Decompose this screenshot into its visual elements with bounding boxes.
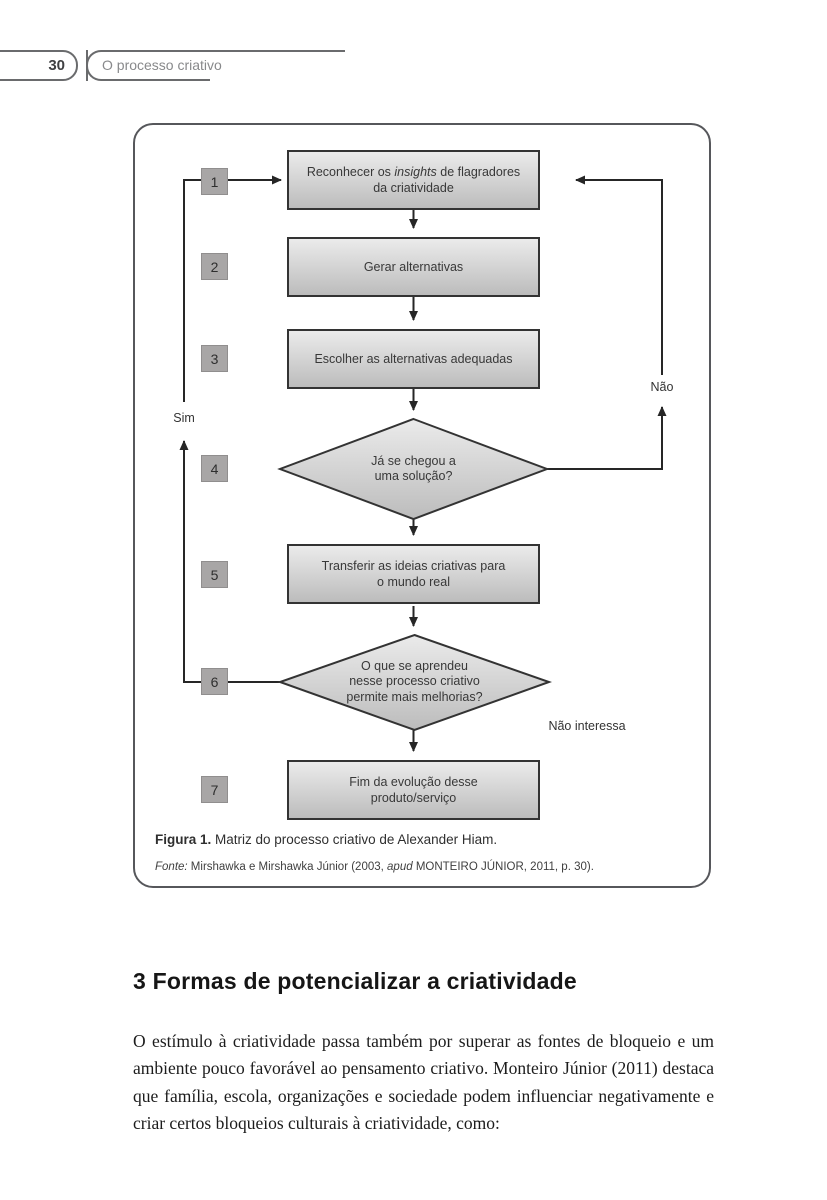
flow-step-5-box: Transferir as ideias criativas para o mu… [287, 544, 540, 604]
section-heading: 3 Formas de potencializar a criatividade [133, 968, 577, 995]
flow-step-4-text: Já se chegou a uma solução? [371, 453, 456, 484]
flow-step-1-box: Reconhecer os insights de flagradores da… [287, 150, 540, 210]
step-badge-3: 3 [201, 345, 228, 372]
decision-diamond-4 [277, 417, 550, 521]
step-badge-4: 4 [201, 455, 228, 482]
figure-source: Fonte: Mirshawka e Mirshawka Júnior (200… [155, 861, 594, 873]
page-number: 30 [48, 57, 65, 74]
label-sim: Sim [171, 411, 197, 425]
figure-frame: Reconhecer os insights de flagradores da… [133, 123, 711, 888]
chapter-tab: O processo criativo [86, 50, 222, 81]
flow-step-1-line2: da criatividade [373, 181, 454, 195]
figure-source-label: Fonte: [155, 861, 188, 873]
flow-step-7-box: Fim da evolução desse produto/serviço [287, 760, 540, 820]
step-badge-2: 2 [201, 253, 228, 280]
step-badge-7: 7 [201, 776, 228, 803]
step-badge-6: 6 [201, 668, 228, 695]
step-badge-5: 5 [201, 561, 228, 588]
flow-step-6-text: O que se aprendeu nesse processo criativ… [346, 658, 483, 704]
flow-step-2-box: Gerar alternativas [287, 237, 540, 297]
section-paragraph: O estímulo à criatividade passa também p… [133, 1030, 714, 1134]
decision-diamond-6 [276, 633, 553, 732]
flow-step-3-box: Escolher as alternativas adequadas [287, 329, 540, 389]
flowchart: Reconhecer os insights de flagradores da… [135, 125, 708, 885]
figure-caption-label: Figura 1. [155, 832, 212, 847]
page-number-tab: 30 [0, 50, 78, 81]
label-nao-interessa: Não interessa [546, 719, 628, 733]
chapter-title: O processo criativo [102, 56, 222, 73]
flow-step-1-line1: Reconhecer os insights de flagradores [306, 165, 521, 179]
figure-caption: Figura 1. Matriz do processo criativo de… [155, 832, 498, 847]
step-badge-1: 1 [201, 168, 228, 195]
label-nao: Não [648, 380, 676, 394]
flow-connectors [179, 175, 667, 752]
